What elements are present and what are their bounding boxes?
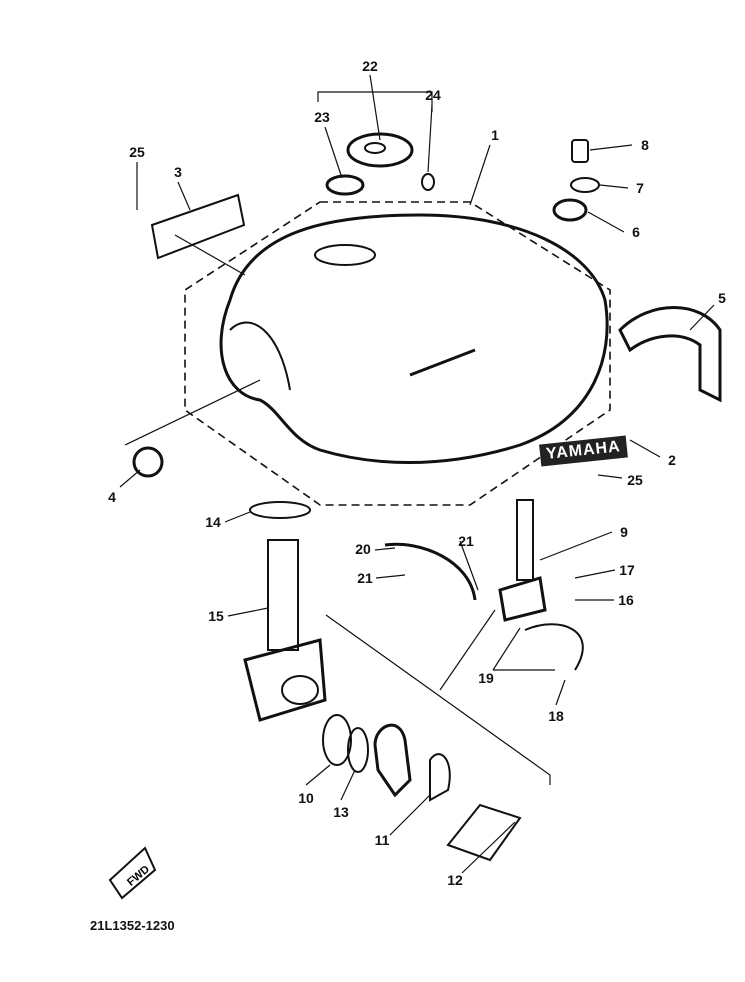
callout-14: 14 (205, 514, 221, 530)
cap-4 (132, 446, 164, 478)
callout-25b: 25 (627, 472, 643, 488)
callout-9: 9 (620, 524, 628, 540)
o-ring-14 (249, 501, 311, 519)
filler-neck (314, 244, 376, 266)
callout-6: 6 (632, 224, 640, 240)
callout-3: 3 (174, 164, 182, 180)
callout-15: 15 (208, 608, 224, 624)
fwd-arrow (108, 846, 157, 900)
callout-11: 11 (374, 832, 390, 848)
fuel-cock-plate (446, 803, 522, 862)
callout-10: 10 (298, 790, 314, 806)
callout-13: 13 (333, 804, 349, 820)
callout-16: 16 (618, 592, 634, 608)
fuel-tank (219, 213, 609, 464)
callout-18: 18 (548, 708, 564, 724)
callout-25: 25 (129, 144, 145, 160)
fuel-strainer (267, 539, 299, 651)
tank-rear-cover (618, 306, 722, 403)
cap-gasket (325, 174, 365, 196)
screw-24 (421, 173, 435, 191)
callout-7: 7 (636, 180, 644, 196)
callout-22: 22 (362, 58, 378, 74)
callout-21b: 21 (357, 570, 373, 586)
callout-12: 12 (447, 872, 463, 888)
callout-24: 24 (425, 87, 441, 103)
callout-8: 8 (641, 137, 649, 153)
callout-1: 1 (491, 127, 499, 143)
callout-20: 20 (355, 541, 371, 557)
callout-4: 4 (108, 489, 116, 505)
callout-19: 19 (478, 670, 494, 686)
callout-2: 2 (668, 452, 676, 468)
callout-21: 21 (458, 533, 474, 549)
hose-20 (384, 542, 477, 601)
hose-18 (524, 623, 584, 671)
part-number: 21L1352-1230 (90, 918, 175, 933)
callout-23: 23 (314, 109, 330, 125)
fuel-cock (243, 638, 327, 722)
callout-17: 17 (619, 562, 635, 578)
callout-5: 5 (718, 290, 726, 306)
fuel-cap (346, 132, 414, 168)
tank-assembly-boundary (184, 201, 611, 506)
label-plate (150, 193, 246, 260)
